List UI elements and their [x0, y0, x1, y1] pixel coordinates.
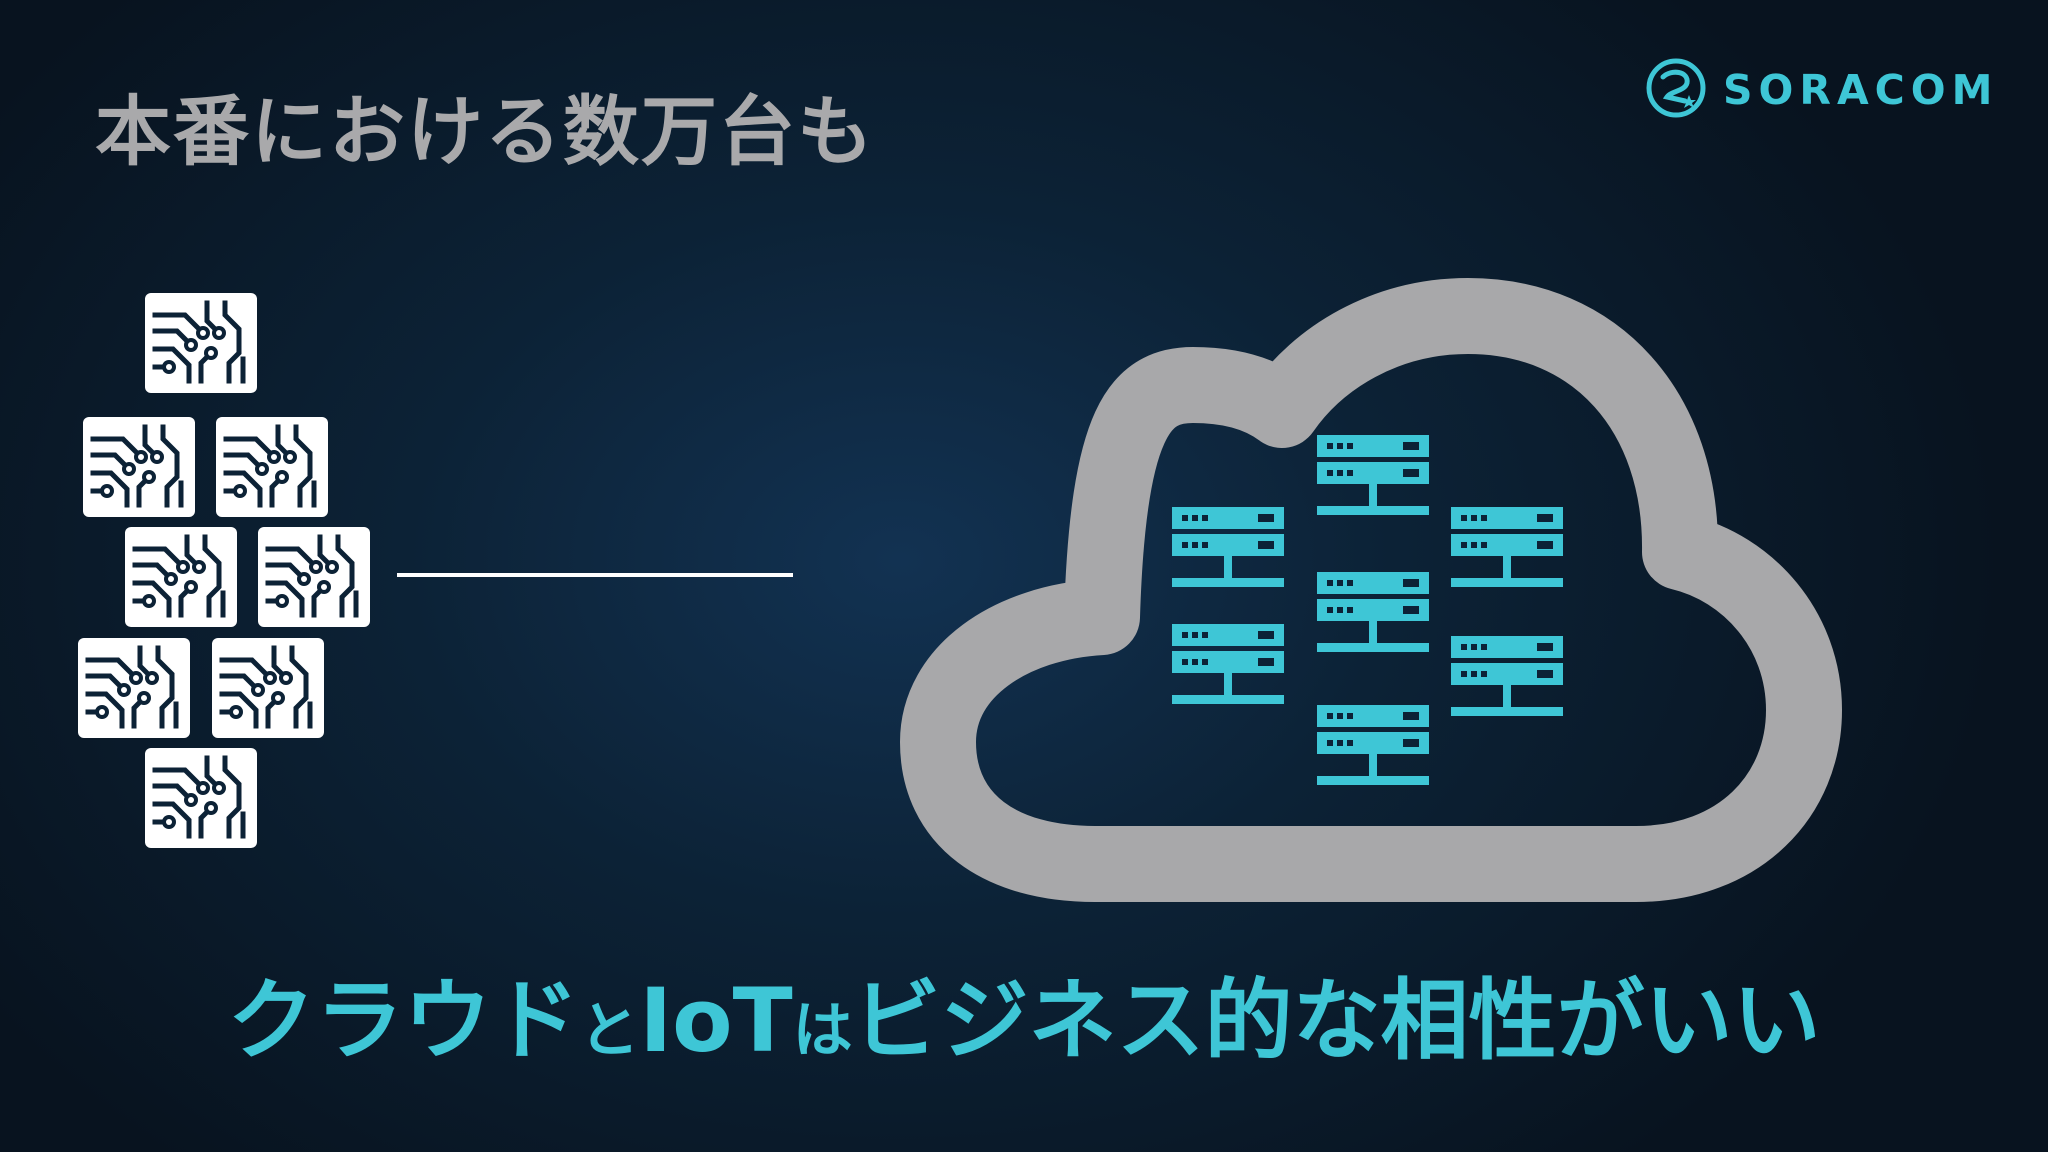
- server-rack-icon: [1451, 507, 1563, 587]
- tagline-rest: ビジネス的な相性がいい: [852, 969, 1821, 1072]
- tagline-to: と: [579, 996, 640, 1066]
- soracom-logo-text: SORACOM: [1723, 66, 1999, 114]
- server-rack-icon: [1317, 572, 1429, 652]
- soracom-logo[interactable]: SORACOM: [1645, 55, 1998, 125]
- tagline-cloud: クラウド: [227, 969, 580, 1072]
- tagline-wa: は: [792, 996, 853, 1066]
- soracom-logo-icon: [1645, 57, 1707, 123]
- server-rack-icon: [1451, 636, 1563, 716]
- server-rack-icon: [1172, 507, 1284, 587]
- connection-line: [397, 573, 793, 577]
- slide-title: 本番における数万台も: [95, 87, 875, 176]
- server-rack-icon: [1317, 705, 1429, 785]
- tagline-iot: IoT: [639, 969, 793, 1072]
- server-rack-icon: [1317, 435, 1429, 515]
- server-group: [1172, 435, 1563, 785]
- server-rack-icon: [1172, 624, 1284, 704]
- slide-tagline: クラウドとIoTはビジネス的な相性がいい: [0, 950, 2048, 1077]
